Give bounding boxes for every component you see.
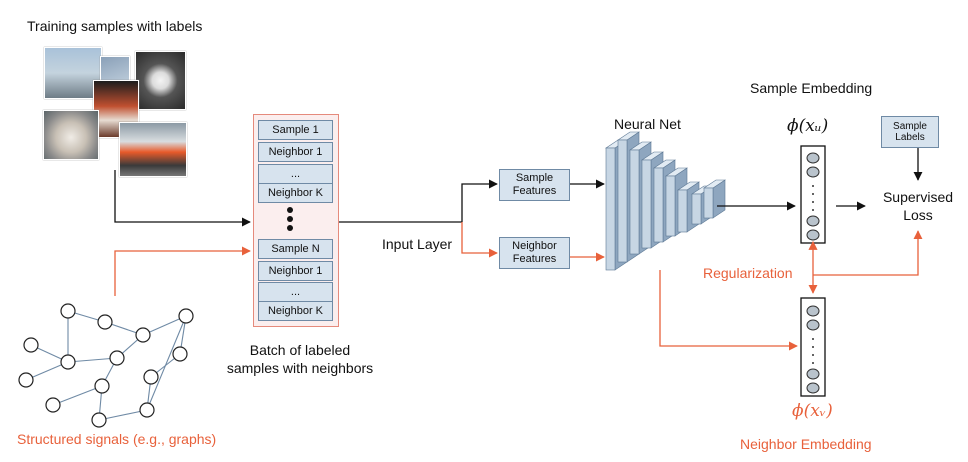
graph-to-batch-arrow: [114, 246, 251, 296]
neural-net-label: Neural Net: [614, 116, 681, 132]
neighbor-embedding-label: Neighbor Embedding: [740, 436, 872, 452]
batch-caption-line2: samples with neighbors: [226, 360, 374, 376]
graph-node: [94, 378, 110, 394]
sample-embedding-math: ϕ(xᵤ): [787, 116, 829, 136]
batch-cell: Sample 1: [258, 120, 333, 140]
batch-cell: ...: [258, 164, 333, 184]
graph-node: [109, 350, 125, 366]
embedding-ellipsis-dot: [812, 346, 814, 348]
regularization-label: Regularization: [703, 265, 793, 281]
embedding-ellipsis-dot: [812, 201, 814, 203]
embedding-ellipsis-dot: [812, 362, 814, 364]
net-layer-face: [617, 139, 628, 263]
regularization-to-loss-arrow: [813, 230, 923, 276]
sample-features-line2: Features: [512, 185, 557, 197]
neighbor-features-box: Neighbor Features: [499, 237, 570, 269]
sample-labels-line1: Sample: [893, 120, 927, 132]
net-layer-face: [629, 149, 640, 255]
embedding-ellipsis-dot: [812, 185, 814, 187]
net-layer-face: [605, 147, 616, 271]
graph-edge: [25, 361, 69, 381]
net-layer-face: [677, 189, 688, 233]
neighbor-features-line2: Features: [512, 253, 557, 265]
batch-caption-line1: Batch of labeled: [249, 342, 351, 358]
batch-cell: ...: [258, 282, 333, 302]
embedding-ellipsis-dot: [812, 209, 814, 211]
batch-cell: Neighbor 1: [258, 142, 333, 162]
graph-node: [97, 314, 113, 330]
graph-node: [45, 397, 61, 413]
embedding-unit: [806, 215, 820, 227]
embedding-unit: [806, 305, 820, 317]
net-layer-face: [665, 175, 676, 237]
graph-edge: [142, 315, 187, 336]
graph-node: [143, 369, 159, 385]
photos-to-batch-arrow: [114, 170, 251, 227]
supervised-loss-line2: Loss: [903, 207, 933, 223]
embedding-unit: [806, 152, 820, 164]
structured-signals-label: Structured signals (e.g., graphs): [17, 431, 217, 447]
batch-cell: Sample N: [258, 239, 333, 259]
photo-flower: [135, 51, 186, 110]
net-layer-face: [653, 167, 664, 243]
graph-edge: [146, 315, 187, 411]
photo-cat: [43, 110, 99, 160]
input-to-neighbor-features-arrow: [461, 222, 498, 258]
graph-edge: [67, 357, 118, 363]
graph-node: [139, 402, 155, 418]
embedding-unit: [806, 229, 820, 241]
input-to-sample-features-arrow: [461, 179, 498, 222]
sample-embedding-label: Sample Embedding: [750, 80, 873, 96]
graph-node: [18, 372, 34, 388]
embedding-unit: [806, 319, 820, 331]
graph-node: [60, 354, 76, 370]
graph-edge: [52, 385, 103, 406]
sample-labels-box: Sample Labels: [881, 116, 939, 148]
net-layer-face: [641, 159, 652, 249]
batch-cell: Neighbor K: [258, 183, 333, 203]
embedding-unit: [806, 368, 820, 380]
batch-ellipsis-icon: [286, 207, 294, 231]
embedding-ellipsis-dot: [812, 193, 814, 195]
graph-node: [91, 412, 107, 428]
input-layer-label: Input Layer: [382, 236, 453, 252]
sample-labels-line2: Labels: [895, 132, 925, 143]
sample-features-box: Sample Features: [499, 169, 570, 201]
supervised-loss-line1: Supervised: [882, 189, 954, 205]
graph-node: [60, 303, 76, 319]
graph-node: [23, 337, 39, 353]
graph-node: [135, 327, 151, 343]
training-samples-title: Training samples with labels: [27, 18, 203, 34]
embedding-unit: [806, 382, 820, 394]
embedding-ellipsis-dot: [812, 354, 814, 356]
neighbor-embedding-math: ϕ(xᵥ): [792, 401, 833, 421]
batch-cell: Neighbor K: [258, 301, 333, 321]
net-to-neighbor-embedding-arrow: [659, 270, 798, 351]
sample-features-line1: Sample: [515, 172, 554, 185]
neighbor-features-line1: Neighbor: [512, 240, 557, 253]
net-layer-face: [691, 193, 702, 225]
structured-signals-graph: [18, 303, 194, 428]
embedding-unit: [806, 166, 820, 178]
neural-net-layers: [605, 131, 726, 271]
batch-cell: Neighbor 1: [258, 261, 333, 281]
graph-edge: [98, 409, 148, 421]
net-layer-face: [703, 187, 714, 219]
embedding-ellipsis-dot: [812, 338, 814, 340]
graph-node: [172, 346, 188, 362]
graph-node: [178, 308, 194, 324]
photo-car: [119, 122, 187, 177]
